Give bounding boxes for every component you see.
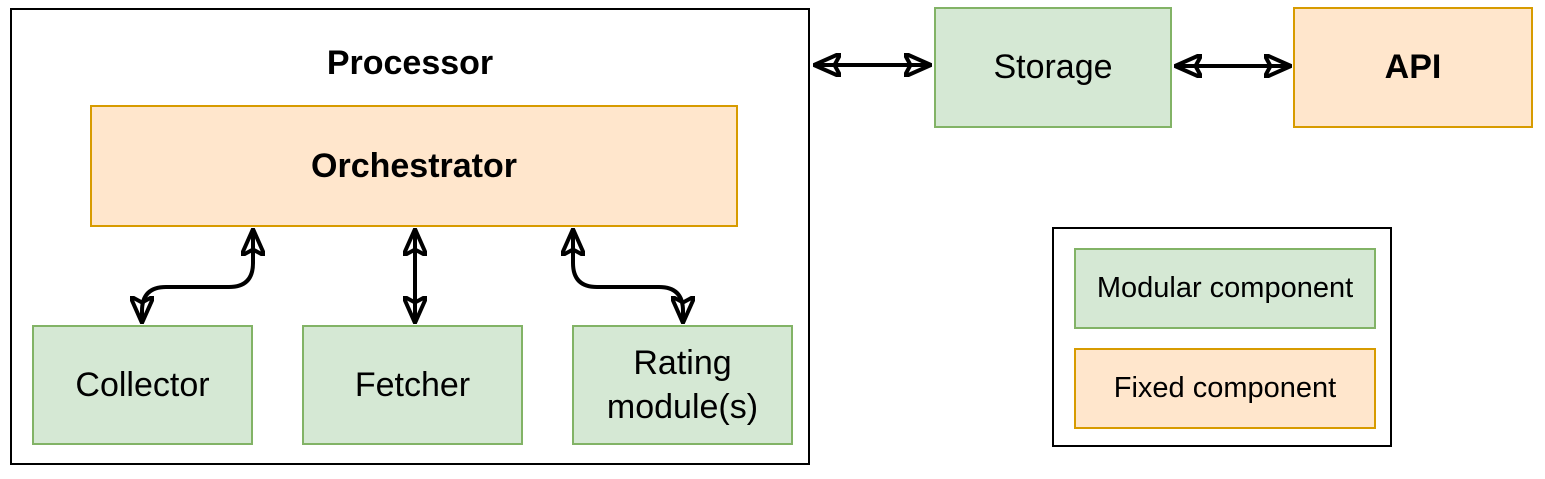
api-node: API bbox=[1293, 7, 1533, 128]
rating-modules-node: Rating module(s) bbox=[572, 325, 793, 445]
rating-modules-label: Rating module(s) bbox=[606, 343, 759, 426]
legend-fixed-label: Fixed component bbox=[1113, 371, 1337, 404]
orchestrator-label: Orchestrator bbox=[311, 146, 517, 185]
legend-modular-label: Modular component bbox=[1096, 271, 1354, 304]
legend-fixed-item: Fixed component bbox=[1074, 348, 1376, 429]
fetcher-label: Fetcher bbox=[354, 365, 471, 404]
legend-modular-item: Modular component bbox=[1074, 248, 1376, 329]
storage-label: Storage bbox=[993, 48, 1113, 87]
collector-node: Collector bbox=[32, 325, 253, 445]
storage-node: Storage bbox=[934, 7, 1172, 128]
api-label: API bbox=[1384, 48, 1442, 87]
processor-title: Processor bbox=[326, 44, 494, 82]
collector-label: Collector bbox=[75, 365, 210, 404]
legend-box: Modular component Fixed component bbox=[1052, 227, 1392, 447]
orchestrator-node: Orchestrator bbox=[90, 105, 738, 227]
fetcher-node: Fetcher bbox=[302, 325, 523, 445]
